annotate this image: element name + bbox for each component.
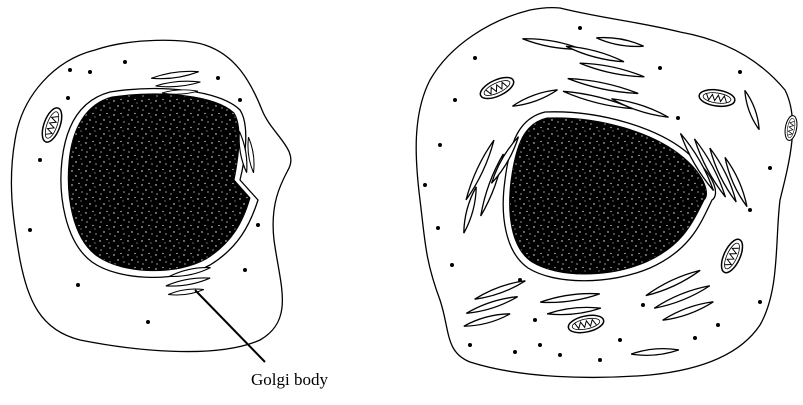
golgi-body-label: Golgi body <box>251 370 328 389</box>
left-nucleus <box>68 94 250 271</box>
left-cell: Golgi body <box>11 40 328 389</box>
right-cell <box>416 8 799 378</box>
